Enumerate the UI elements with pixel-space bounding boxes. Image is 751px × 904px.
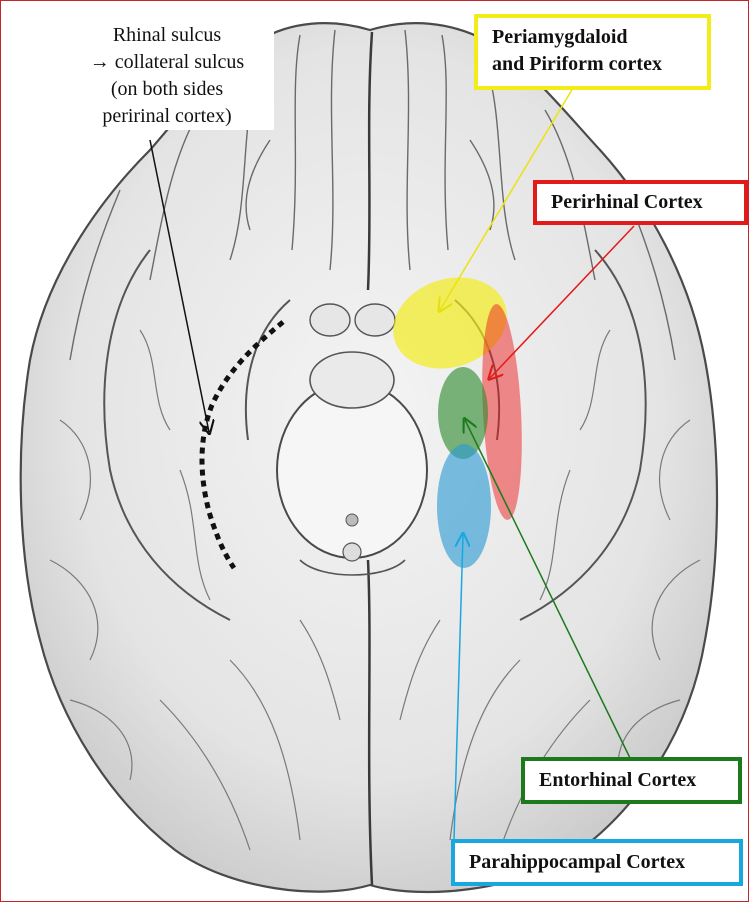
parahippocampal-label: Parahippocampal Cortex — [451, 839, 743, 886]
periamygdaloid-label: Periamygdaloid and Piriform cortex — [474, 14, 711, 90]
rhinal-label-line: → collateral sulcus — [89, 51, 245, 73]
periamygdaloid-arrow — [440, 87, 574, 310]
entorhinal-arrow — [465, 420, 631, 759]
parahippocampal-region — [437, 444, 491, 568]
brainstem — [276, 303, 428, 576]
rhinal-arrow — [149, 139, 209, 432]
perirhinal-arrow — [490, 225, 635, 378]
entorhinal-region — [438, 367, 488, 459]
perirhinal-label: Perirhinal Cortex — [533, 180, 748, 225]
entorhinal-label: Entorhinal Cortex — [521, 757, 742, 804]
posterior-fissure — [366, 559, 374, 886]
rhinal-label-line: peririnal cortex) — [102, 105, 232, 127]
periamygdaloid-label-line: and Piriform cortex — [492, 53, 662, 75]
rhinal-sulcus-dotted-line — [199, 320, 285, 570]
periamygdaloid-label-line: Periamygdaloid — [492, 26, 628, 48]
rhinal-label-line: (on both sides — [110, 78, 224, 100]
gyri-texture — [49, 329, 701, 851]
parahippocampal-arrow — [453, 535, 463, 841]
periamygdaloid-region — [393, 277, 507, 369]
perirhinal-region — [482, 304, 522, 520]
rhinal-label-line: Rhinal sulcus — [112, 24, 222, 46]
rhinal-sulcus-label: Rhinal sulcus → collateral sulcus (on bo… — [60, 22, 274, 130]
longitudinal-fissure — [366, 31, 374, 291]
